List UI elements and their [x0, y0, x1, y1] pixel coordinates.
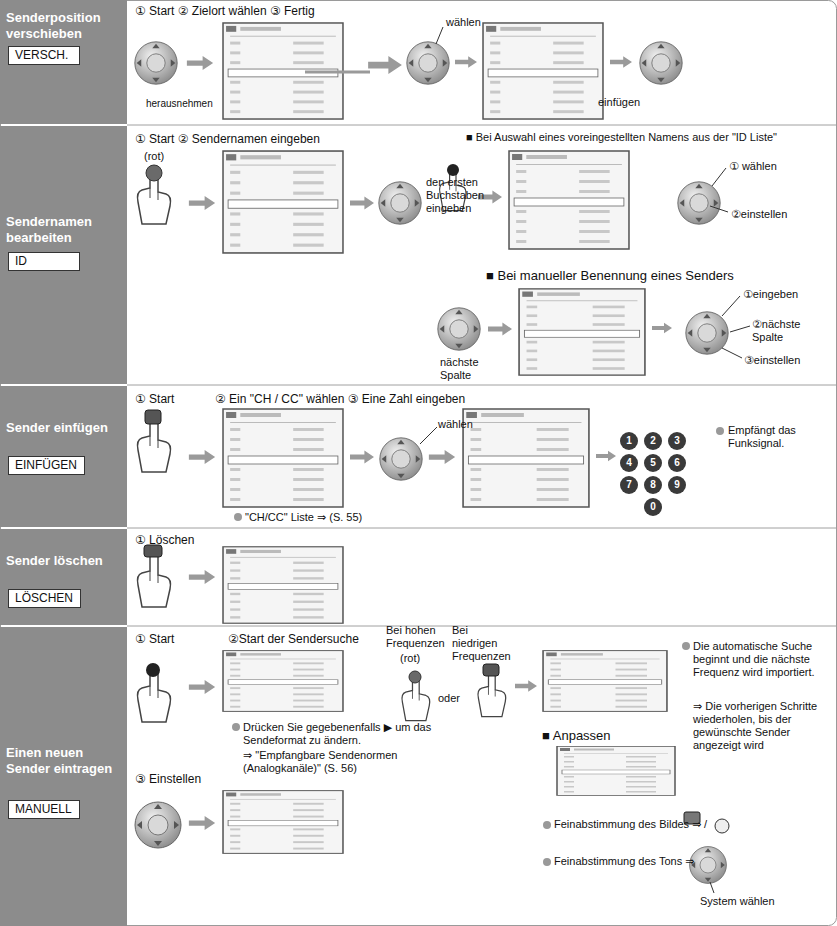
number-key: 5 [644, 454, 662, 472]
note-label: ⇒ "Empfangbare Sendenormen (Analogkanäle… [243, 749, 458, 775]
note-label: (rot) [144, 150, 164, 163]
row-band: Senderposition verschiebenVERSCH. [0, 0, 127, 124]
row-heading: Einen neuen Sender eintragen [6, 745, 124, 777]
number-key: 3 [668, 432, 686, 450]
note-label: / [704, 818, 707, 831]
mode-box: MANUELL [8, 800, 80, 819]
number-key: 9 [668, 476, 686, 494]
note-label: ■ Bei Auswahl eines voreingestellten Nam… [466, 131, 786, 144]
number-key: 0 [644, 498, 662, 516]
step-heading: ① Start ② Zielort wählen ③ Fertig [135, 4, 315, 18]
number-key: 4 [620, 454, 638, 472]
note-label: Bei hohen Frequenzen [386, 624, 446, 650]
note-label: ②einstellen [731, 208, 787, 221]
row-heading: Sender löschen [6, 553, 124, 569]
mode-box: LÖSCHEN [8, 589, 81, 608]
row-heading: Senderposition verschieben [6, 10, 124, 42]
note-label: ■ Bei manueller Benennung eines Senders [486, 268, 734, 283]
mode-name: EINFÜGEN [15, 458, 78, 473]
row-band: Sender einfügenEINFÜGEN [0, 386, 127, 527]
mode-name: MANUELL [15, 802, 73, 817]
note-label: (rot) [400, 652, 420, 665]
note-label: "CH/CC" Liste ⇒ (S. 55) [245, 511, 362, 524]
number-key: 7 [620, 476, 638, 494]
row-band: Sender löschenLÖSCHEN [0, 529, 127, 625]
note-label: ①eingeben [743, 288, 798, 301]
note-label: den ersten Buchstaben eingeben [426, 176, 488, 215]
note-label: Die automatische Suche beginnt und die n… [693, 640, 831, 679]
note-label: ■ Anpassen [542, 728, 611, 743]
step-heading: ③ Einstellen [135, 772, 201, 786]
note-label: System wählen [700, 895, 775, 908]
note-label: Feinabstimmung des Tons ⇒ [554, 855, 694, 868]
note-label: ⇒ Die vorherigen Schritte wiederholen, b… [693, 700, 831, 752]
number-key: 8 [644, 476, 662, 494]
row-heading: Sendernamen bearbeiten [6, 214, 124, 246]
mode-name: LÖSCHEN [15, 591, 74, 606]
number-key: 6 [668, 454, 686, 472]
mode-name: ID [15, 254, 73, 269]
row-band: Einen neuen Sender eintragenMANUELL [0, 627, 127, 926]
note-label: ③einstellen [744, 354, 800, 367]
mode-box: ID [8, 252, 80, 271]
step-heading: ② Ein "CH / CC" wählen ③ Eine Zahl einge… [215, 392, 465, 406]
step-heading: ① Start [135, 392, 174, 406]
note-label: Empfängt das Funksignal. [728, 424, 823, 450]
mode-box: VERSCH. [8, 46, 80, 65]
mode-name: VERSCH. [15, 48, 73, 63]
note-label: Drücken Sie gegebenenfalls ▶ um das Send… [243, 721, 448, 747]
note-label: ②nächste Spalte [752, 318, 804, 344]
row-band: Sendernamen bearbeitenID [0, 126, 127, 384]
step-heading: ②Start der Sendersuche [228, 632, 359, 646]
note-label: einfügen [598, 96, 640, 109]
note-label: wählen [446, 16, 481, 29]
note-label: wählen [438, 418, 473, 431]
mode-box: EINFÜGEN [8, 456, 85, 475]
note-label: Feinabstimmung des Bildes ⇒ [554, 818, 701, 831]
step-heading: ① Start ② Sendernamen eingeben [135, 132, 320, 146]
note-label: nächste Spalte [440, 356, 490, 382]
note-label: Bei niedrigen Frequenzen [452, 624, 516, 663]
note-label: herausnehmen [146, 98, 213, 110]
number-key: 1 [620, 432, 638, 450]
step-heading: ① Löschen [135, 533, 194, 547]
note-label: oder [438, 692, 460, 705]
number-key: 2 [644, 432, 662, 450]
step-heading: ① Start [135, 632, 174, 646]
note-label: ① wählen [729, 160, 777, 173]
row-heading: Sender einfügen [6, 420, 124, 436]
